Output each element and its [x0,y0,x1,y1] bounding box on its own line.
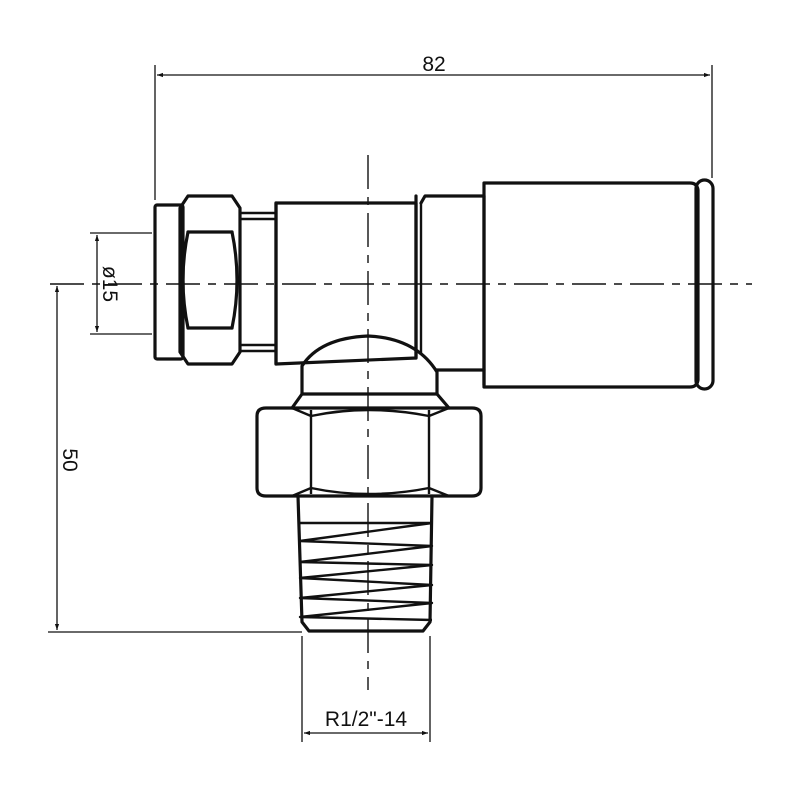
hex-nut [255,406,483,498]
dimension-50-label: 50 [58,448,81,471]
dimension-82-label: 82 [422,53,445,76]
dimension-pipe-diameter: ø15 [90,232,152,335]
valve-body [274,194,486,387]
tailpiece [255,334,483,633]
dimension-overall-length: 82 [154,53,713,200]
compression-nut [178,194,242,366]
threaded-shank [296,494,434,633]
dome [300,334,439,396]
compression-end [153,194,276,366]
valve-head [482,178,715,391]
dimension-height: 50 [48,286,302,633]
thread-spec-label: R1/2"-14 [325,708,407,731]
head-ring [694,178,715,391]
centerlines [50,155,752,690]
dimension-diameter-label: ø15 [98,266,121,302]
dimension-thread: R1/2"-14 [301,636,431,742]
